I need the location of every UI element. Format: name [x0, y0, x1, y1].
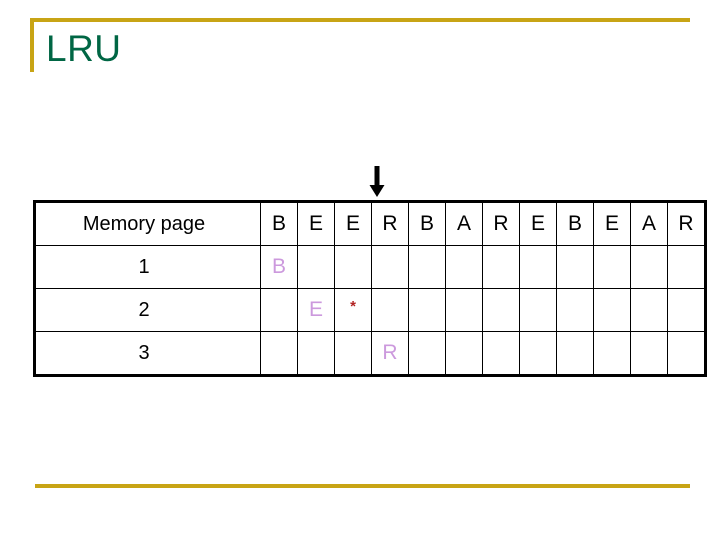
table-row: 1 B	[34, 245, 706, 289]
page-title: LRU	[46, 28, 122, 69]
table-body: Memory page B E E R B A R E B E A R 1 B	[34, 201, 706, 376]
frame-cell	[297, 331, 335, 376]
table-row: 2 E *	[34, 288, 706, 332]
frame-cell-value: R	[382, 341, 398, 364]
frame-cell	[371, 245, 409, 289]
ref-header-cell: R	[371, 201, 409, 246]
frame-cell	[334, 245, 372, 289]
frame-cell: R	[371, 331, 409, 376]
frame-cell	[260, 288, 298, 332]
down-arrow-icon	[368, 166, 386, 198]
memory-page-header-label: Memory page	[34, 201, 261, 246]
ref-header-cell: R	[482, 201, 520, 246]
frame-cell	[630, 288, 668, 332]
frame-cell-value: B	[271, 255, 286, 278]
frame-cell	[260, 331, 298, 376]
accent-rule-bottom	[35, 484, 690, 488]
frame-cell	[667, 288, 706, 332]
table-row: 3 R	[34, 331, 706, 376]
frame-cell	[667, 245, 706, 289]
ref-header-cell: E	[334, 201, 372, 246]
frame-label: 2	[34, 288, 261, 332]
accent-rule-top	[30, 18, 690, 22]
frame-cell	[556, 245, 594, 289]
frame-cell	[593, 331, 631, 376]
frame-cell	[593, 245, 631, 289]
frame-cell-value: E	[308, 298, 323, 321]
memory-page-table: Memory page B E E R B A R E B E A R 1 B	[33, 200, 707, 377]
frame-cell	[593, 288, 631, 332]
frame-cell	[408, 245, 446, 289]
ref-header-cell: E	[593, 201, 631, 246]
frame-cell	[482, 245, 520, 289]
frame-cell	[334, 331, 372, 376]
frame-cell	[556, 288, 594, 332]
frame-cell	[519, 245, 557, 289]
frame-cell	[630, 331, 668, 376]
ref-header-cell: B	[260, 201, 298, 246]
frame-cell	[482, 288, 520, 332]
frame-cell: B	[260, 245, 298, 289]
ref-header-cell: B	[556, 201, 594, 246]
ref-header-cell: E	[297, 201, 335, 246]
frame-cell: *	[334, 288, 372, 332]
frame-cell	[408, 331, 446, 376]
table-header-row: Memory page B E E R B A R E B E A R	[34, 201, 706, 246]
ref-header-cell: B	[408, 201, 446, 246]
ref-header-cell: E	[519, 201, 557, 246]
frame-cell	[297, 245, 335, 289]
ref-header-cell: R	[667, 201, 706, 246]
frame-cell	[519, 331, 557, 376]
frame-cell	[667, 331, 706, 376]
ref-header-cell: A	[630, 201, 668, 246]
frame-cell	[408, 288, 446, 332]
fault-marker: *	[350, 298, 356, 315]
frame-label: 1	[34, 245, 261, 289]
ref-header-cell: A	[445, 201, 483, 246]
frame-cell	[445, 331, 483, 376]
frame-cell: E	[297, 288, 335, 332]
frame-cell	[445, 288, 483, 332]
frame-cell	[556, 331, 594, 376]
frame-cell	[630, 245, 668, 289]
frame-cell	[445, 245, 483, 289]
accent-rule-left	[30, 18, 34, 72]
frame-cell	[371, 288, 409, 332]
frame-cell	[519, 288, 557, 332]
frame-cell	[482, 331, 520, 376]
frame-label: 3	[34, 331, 261, 376]
